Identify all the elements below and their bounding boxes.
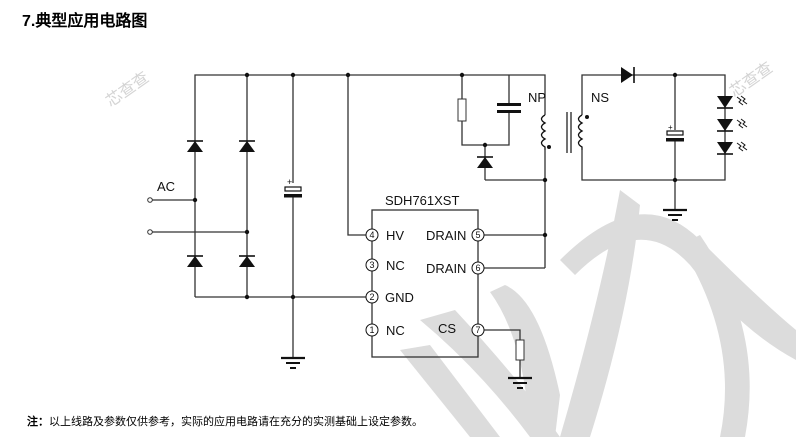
bulk-capacitor: +	[284, 177, 302, 198]
output-capacitor: +	[666, 123, 684, 142]
bridge-diode-2	[238, 140, 256, 153]
ground-icon	[279, 356, 307, 370]
svg-text:6: 6	[475, 263, 480, 273]
junction-dots	[192, 72, 678, 300]
section-title: 7.典型应用电路图	[22, 13, 148, 30]
output-diode	[620, 66, 635, 84]
svg-text:DRAIN: DRAIN	[426, 261, 466, 276]
svg-text:7: 7	[475, 325, 480, 335]
led-light-icons	[736, 95, 748, 152]
svg-text:1: 1	[369, 325, 374, 335]
primary-winding-label: NP	[528, 90, 546, 105]
ic-body	[371, 209, 479, 358]
svg-text:HV: HV	[386, 228, 404, 243]
led-1	[716, 95, 734, 109]
snubber-diode	[476, 156, 494, 169]
ac-terminal-1	[147, 197, 153, 203]
svg-text:GND: GND	[385, 290, 414, 305]
snubber-capacitor	[497, 103, 521, 113]
svg-text:CS: CS	[438, 321, 456, 336]
ac-label: AC	[157, 179, 175, 194]
svg-text:+: +	[668, 123, 673, 132]
bridge-diode-4	[238, 255, 256, 268]
svg-text:2: 2	[369, 292, 374, 302]
watermark-logo	[400, 190, 796, 437]
ic-pin-6: 6 DRAIN	[426, 261, 485, 276]
ic-pin-7: 7 CS	[438, 321, 485, 337]
bridge-diode-1	[186, 140, 204, 153]
svg-text:4: 4	[369, 230, 374, 240]
footnote-text: 以上线路及参数仅供参考，实际的应用电路请在充分的实测基础上设定参数。	[49, 416, 423, 428]
led-3	[716, 141, 734, 155]
footnote: 注：以上线路及参数仅供参考，实际的应用电路请在充分的实测基础上设定参数。	[27, 413, 423, 429]
ic-part-number: SDH761XST	[385, 193, 459, 208]
transformer	[540, 112, 589, 153]
svg-text:NC: NC	[386, 258, 405, 273]
ic-pin-3: 3 NC	[365, 258, 405, 273]
svg-text:3: 3	[369, 260, 374, 270]
ic-pin-1: 1 NC	[365, 323, 405, 338]
svg-text:DRAIN: DRAIN	[426, 228, 466, 243]
led-string	[716, 95, 748, 155]
snubber-resistor	[457, 98, 467, 122]
sense-resistor	[515, 339, 525, 361]
ic-pin-4: 4 HV	[365, 228, 404, 243]
ic-pin-2: 2 GND	[365, 290, 414, 305]
svg-text:NC: NC	[386, 323, 405, 338]
footnote-prefix: 注：	[27, 416, 49, 428]
ac-terminal-2	[147, 229, 153, 235]
bridge-diode-3	[186, 255, 204, 268]
watermark-text-right: 芯查查	[726, 58, 776, 101]
ic-pin-5: 5 DRAIN	[426, 228, 485, 243]
led-2	[716, 118, 734, 132]
svg-text:5: 5	[475, 230, 480, 240]
cap-polarity: +	[287, 177, 292, 187]
watermark-text-left: 芯查查	[102, 68, 152, 111]
secondary-winding-label: NS	[591, 90, 609, 105]
